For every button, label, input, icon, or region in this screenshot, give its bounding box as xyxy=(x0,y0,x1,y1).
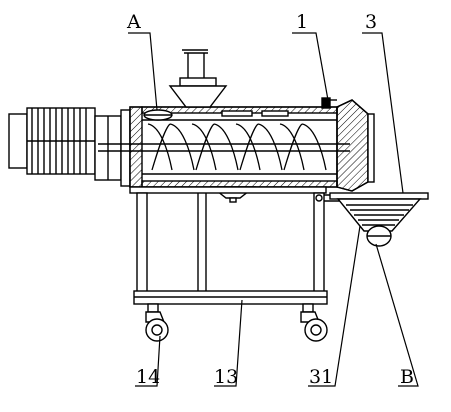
caster-left xyxy=(145,303,169,342)
discharge-cone xyxy=(321,97,375,192)
motor xyxy=(8,107,96,175)
label-A: A xyxy=(126,11,141,33)
label-1: 1 xyxy=(296,11,308,33)
caster-right xyxy=(300,303,328,342)
screw-barrel xyxy=(98,106,350,188)
support-frame xyxy=(129,186,345,305)
label-3: 3 xyxy=(365,11,377,33)
inspection-window xyxy=(143,109,173,121)
label-13: 13 xyxy=(214,366,238,388)
label-B: B xyxy=(400,366,414,388)
screw-flights xyxy=(147,123,327,171)
collector-hopper xyxy=(329,192,429,247)
label-14: 14 xyxy=(136,366,160,388)
gearbox xyxy=(94,109,131,187)
feed-hopper xyxy=(168,49,228,108)
leader-lines xyxy=(128,32,419,387)
label-31: 31 xyxy=(309,366,333,388)
